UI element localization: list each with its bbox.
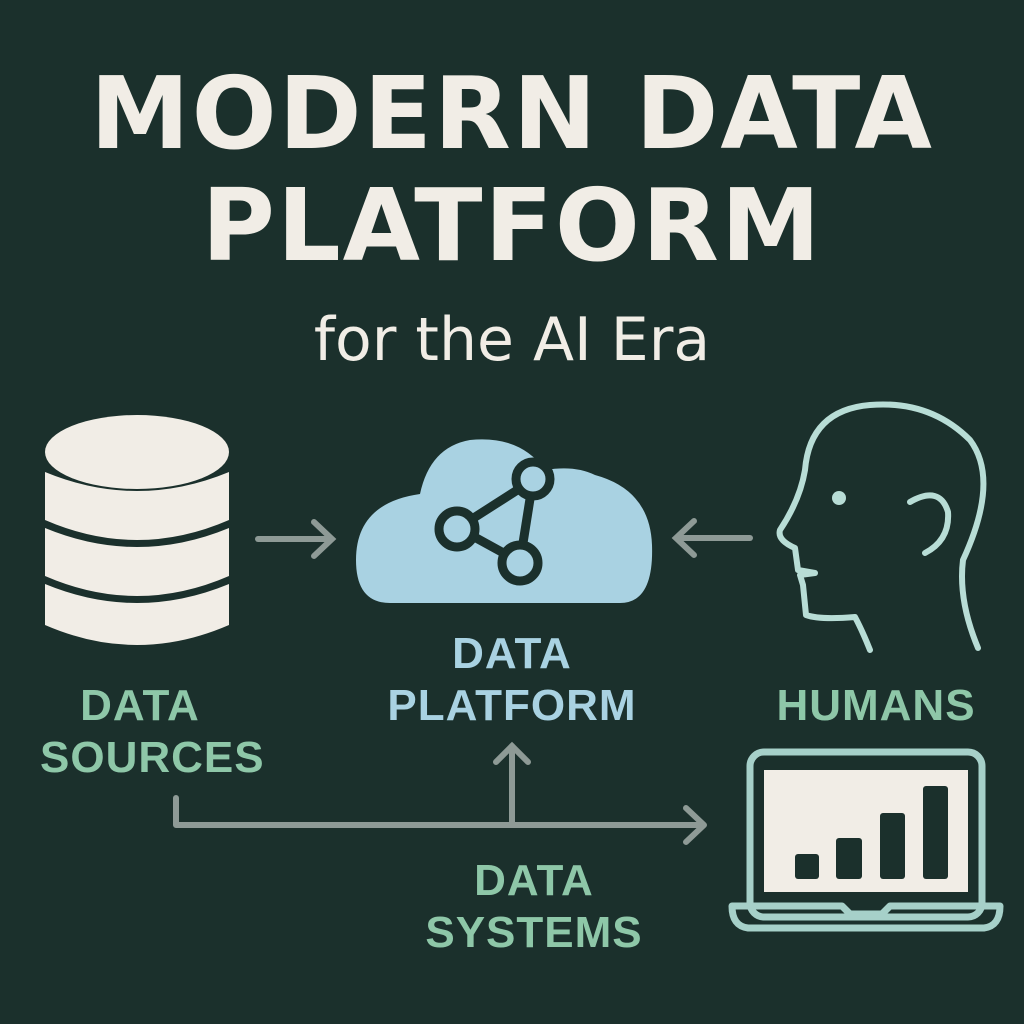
data-platform-label: DATA PLATFORM — [362, 628, 662, 732]
laptop-bar-chart-icon — [728, 748, 1004, 932]
humans-label-line-1: HUMANS — [776, 681, 976, 730]
arrow-sources-to-systems — [173, 795, 707, 845]
title-line-1: MODERN DATA — [90, 55, 934, 172]
cloud-network-icon — [356, 439, 653, 603]
arrow-sources-to-platform — [255, 519, 337, 559]
data-platform-label-line-2: PLATFORM — [387, 681, 637, 730]
subtitle: for the AI Era — [313, 305, 711, 375]
database-icon — [45, 415, 229, 645]
data-systems-label-line-2: SYSTEMS — [425, 908, 643, 957]
arrow-branch-to-platform — [493, 741, 531, 828]
data-sources-label-line-2: SOURCES — [40, 733, 265, 782]
arrow-humans-to-platform — [671, 518, 753, 558]
human-head-icon — [776, 401, 987, 653]
data-platform-label-line-1: DATA — [452, 629, 572, 678]
humans-label: HUMANS — [756, 680, 996, 732]
data-systems-label-line-1: DATA — [474, 856, 594, 905]
title-line-2: PLATFORM — [201, 167, 823, 284]
data-systems-label: DATA SYSTEMS — [404, 855, 664, 959]
data-sources-label: DATA SOURCES — [40, 680, 265, 784]
data-sources-label-line-1: DATA — [80, 681, 200, 730]
